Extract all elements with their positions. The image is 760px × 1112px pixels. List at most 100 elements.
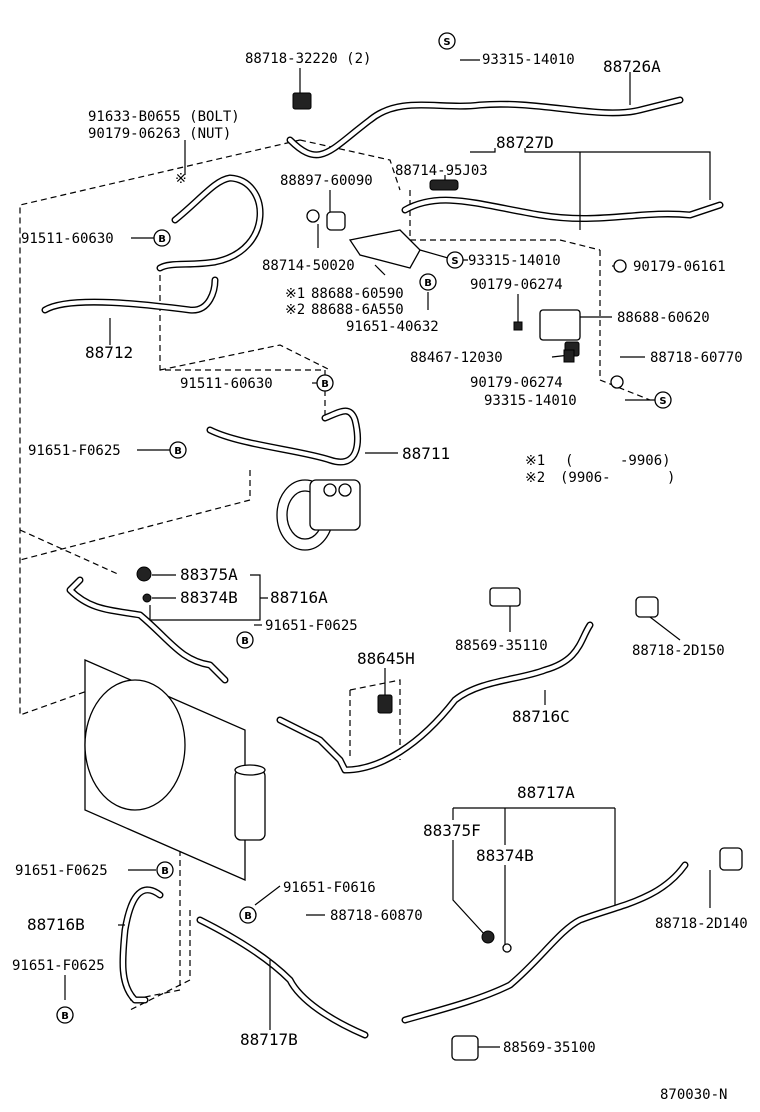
bracket-88688 — [348, 229, 421, 269]
pipe-88716B — [119, 886, 164, 1004]
b-marker: B — [56, 1006, 74, 1024]
label-88726A: 88726A — [603, 57, 661, 76]
labels: 88718-32220 (2) 93315-14010 88726A 91633… — [12, 51, 748, 1103]
svg-text:B: B — [174, 446, 182, 457]
label-88716C: 88716C — [512, 707, 570, 726]
diagram-code: 870030-N — [660, 1087, 727, 1103]
s-marker: S — [438, 32, 456, 50]
label-90179-06274-b: 90179-06274 — [470, 375, 563, 391]
svg-text:S: S — [659, 396, 666, 407]
svg-text:B: B — [321, 379, 329, 390]
label-88714-50020: 88714-50020 — [262, 258, 355, 274]
label-88718-2D140: 88718-2D140 — [655, 916, 748, 932]
cap-88718-2D150 — [635, 596, 659, 618]
svg-text:B: B — [424, 278, 432, 289]
nut-marker — [610, 375, 624, 389]
note-2-value: (9906- — [560, 470, 611, 486]
label-88718-60870: 88718-60870 — [330, 908, 423, 924]
oring-88374B — [502, 943, 512, 953]
pipe-88716A — [66, 576, 229, 684]
leader-lines — [64, 59, 711, 1048]
label-88688-6A550: 88688-6A550 — [311, 302, 404, 318]
s-marker: S — [654, 391, 672, 409]
hose-88711 — [206, 407, 361, 466]
note-2-marker: ※2 — [525, 470, 545, 486]
label-93315-14010-c: 93315-14010 — [484, 393, 577, 409]
label-88467-12030: 88467-12030 — [410, 350, 503, 366]
label-91651-40632: 91651-40632 — [346, 319, 439, 335]
label-88717A: 88717A — [517, 783, 575, 802]
oring-88714-50020 — [306, 209, 320, 223]
b-marker: B — [156, 861, 174, 879]
bolt-marker — [513, 321, 523, 331]
label-91651-F0625-a: 91651-F0625 — [28, 443, 121, 459]
relay-88688-60620 — [539, 309, 581, 357]
switch-88467 — [563, 349, 575, 363]
pipe-88716C — [276, 621, 594, 774]
label-88645H: 88645H — [357, 649, 415, 668]
label-93315-14010-b: 93315-14010 — [468, 253, 561, 269]
label-88718-60770: 88718-60770 — [650, 350, 743, 366]
pipe-88717A — [401, 861, 689, 1024]
label-88897-60090: 88897-60090 — [280, 173, 373, 189]
label-88375A: 88375A — [180, 565, 238, 584]
svg-text:B: B — [61, 1011, 69, 1022]
b-marker: B — [169, 441, 187, 459]
label-88718-2D150: 88718-2D150 — [632, 643, 725, 659]
label-90179-06263: 90179-06263 (NUT) — [88, 126, 231, 142]
label-88374B-2: 88374B — [476, 846, 534, 865]
clamp-88569-35110 — [489, 587, 521, 607]
label-88375F: 88375F — [423, 821, 481, 840]
pipe-88726A — [286, 96, 684, 159]
label-91651-F0616: 91651-F0616 — [283, 880, 376, 896]
note-2-close: ) — [667, 470, 675, 486]
svg-text:S: S — [443, 37, 450, 48]
b-marker: B — [316, 374, 334, 392]
label-91651-F0625-c: 91651-F0625 — [15, 863, 108, 879]
star2-marker: ※2 — [285, 302, 305, 318]
label-88718-32220: 88718-32220 (2) — [245, 51, 371, 67]
valve-88375F — [481, 930, 495, 944]
compressor — [276, 479, 361, 551]
label-88569-35100: 88569-35100 — [503, 1040, 596, 1056]
label-88569-35110: 88569-35110 — [455, 638, 548, 654]
oring-88714-95J03 — [429, 179, 459, 191]
clamp-88569-35100 — [451, 1035, 479, 1061]
label-88711: 88711 — [402, 444, 450, 463]
label-91651-F0625-d: 91651-F0625 — [12, 958, 105, 974]
label-91651-F0625-b: 91651-F0625 — [265, 618, 358, 634]
b-marker: B — [419, 273, 437, 291]
label-88712: 88712 — [85, 343, 133, 362]
label-88727D: 88727D — [496, 133, 554, 152]
pipe-88717B — [196, 916, 369, 1039]
b-marker: B — [236, 631, 254, 649]
svg-text:B: B — [161, 866, 169, 877]
label-88716B: 88716B — [27, 915, 85, 934]
hose-88712 — [41, 174, 264, 314]
nut-marker — [613, 259, 627, 273]
cap-88718-2D140 — [719, 847, 743, 871]
dashed-outlines — [19, 139, 651, 1011]
b-marker: B — [153, 229, 171, 247]
label-88714-95J03: 88714-95J03 — [395, 163, 488, 179]
label-90179-06161: 90179-06161 — [633, 259, 726, 275]
label-91633-B0655: 91633-B0655 (BOLT) — [88, 109, 240, 125]
note-1-marker: ※1 — [525, 453, 545, 469]
cap-88718-32220 — [292, 92, 312, 110]
valve-88897-60090 — [326, 211, 346, 231]
label-91511-60630-a: 91511-60630 — [21, 231, 114, 247]
svg-text:S: S — [451, 256, 458, 267]
nut-marker-88374B — [142, 593, 152, 603]
svg-text:B: B — [158, 234, 166, 245]
label-91511-60630-b: 91511-60630 — [180, 376, 273, 392]
condenser — [84, 659, 266, 881]
note-1-value: -9906) — [620, 453, 671, 469]
b-marker: B — [239, 906, 257, 924]
pipe-88727D — [401, 196, 724, 222]
star1-marker: ※1 — [285, 286, 305, 302]
label-93315-14010-a: 93315-14010 — [482, 52, 575, 68]
label-88688-60620: 88688-60620 — [617, 310, 710, 326]
nut-marker-88375A — [136, 566, 152, 582]
